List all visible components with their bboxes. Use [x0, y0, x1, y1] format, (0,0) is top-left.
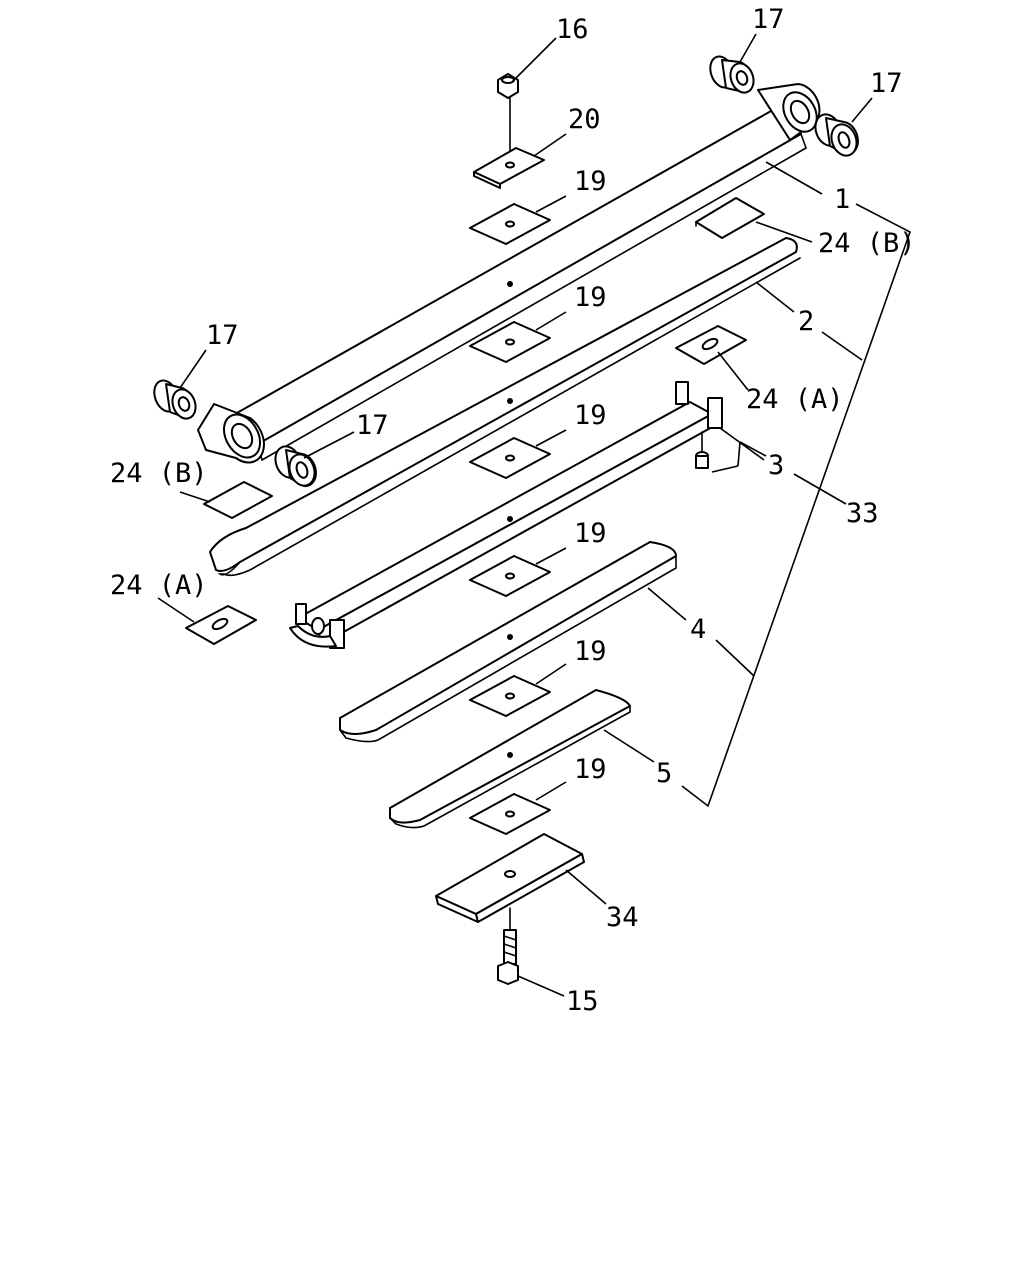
- pad-24b-front: [203, 481, 273, 519]
- callout-19: 19: [574, 754, 607, 785]
- callout-17: 17: [752, 4, 785, 35]
- callout-19: 19: [574, 636, 607, 667]
- bottom-plate-34: [435, 833, 585, 923]
- callout-19: 19: [574, 166, 607, 197]
- callout-20: 20: [568, 104, 601, 135]
- plate-20: [473, 147, 545, 189]
- nut-16: [497, 73, 519, 99]
- bushing-17-front-right: [274, 445, 317, 488]
- plate-19-4: [469, 555, 551, 597]
- plate-19-5: [469, 675, 551, 717]
- callout-24b: 24 (B): [110, 458, 208, 489]
- clip-bolt-33: [695, 431, 709, 469]
- callout-19: 19: [574, 282, 607, 313]
- callout-24a: 24 (A): [746, 384, 844, 415]
- leaf-3: [289, 381, 723, 649]
- callout-24a: 24 (A): [110, 570, 208, 601]
- center-bolt-line: [507, 95, 513, 931]
- pad-24b-rear: [695, 197, 765, 239]
- callout-3: 3: [768, 450, 784, 481]
- callout-labels: 16 17 17 20 19 1 24 (B) 19 2 17 24 (A) 1…: [110, 4, 916, 1017]
- callout-2: 2: [798, 306, 814, 337]
- plate-19-2: [469, 321, 551, 363]
- bushing-17-front-left: [153, 379, 197, 420]
- plate-19-1: [469, 203, 551, 245]
- leaf-2: [209, 237, 801, 577]
- callout-4: 4: [690, 614, 706, 645]
- callout-33: 33: [846, 498, 879, 529]
- plate-19-3: [469, 437, 551, 479]
- callout-5: 5: [656, 758, 672, 789]
- callout-34: 34: [606, 902, 639, 933]
- callout-17: 17: [206, 320, 239, 351]
- callout-1: 1: [834, 184, 850, 215]
- leader-lines: [157, 33, 911, 997]
- callout-24b: 24 (B): [818, 228, 916, 259]
- callout-17: 17: [870, 68, 903, 99]
- callout-17: 17: [356, 410, 389, 441]
- callout-15: 15: [566, 986, 599, 1017]
- bolt-15: [497, 929, 519, 985]
- pad-24a-rear: [675, 325, 747, 365]
- bushing-17-rear-left: [709, 55, 755, 94]
- callout-19: 19: [574, 518, 607, 549]
- pad-24a-front: [185, 605, 257, 645]
- main-leaf-1: [197, 83, 821, 464]
- bushing-17-rear-right: [814, 113, 859, 157]
- callout-16: 16: [556, 14, 589, 45]
- plate-19-6: [469, 793, 551, 835]
- callout-19: 19: [574, 400, 607, 431]
